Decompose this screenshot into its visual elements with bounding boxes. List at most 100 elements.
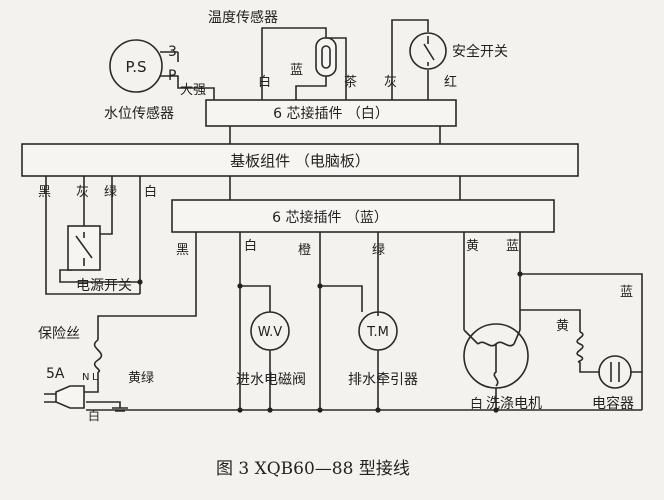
figure-caption: 图 3 XQB60—88 型接线 [216, 459, 410, 479]
right-label-blue: 蓝 [620, 285, 633, 300]
drain-motor: T.M 排水牵引器 [348, 311, 418, 388]
temp-sensor-body [315, 37, 337, 77]
wire-label-brown: 茶 [344, 74, 357, 90]
junction-dot [237, 283, 243, 289]
inlet-valve-label: 进水电磁阀 [236, 372, 306, 388]
wire-safety-gray [391, 19, 429, 100]
water-level-sensor-label: 水位传感器 [104, 105, 174, 122]
inlet-valve: W.V 进水电磁阀 [236, 311, 306, 388]
junction-dot [375, 407, 381, 413]
wire-temp-white [261, 27, 327, 100]
low-label-white: 白 [244, 238, 257, 254]
water-level-sensor: P.S 3 P 大强 水位传感器 [104, 39, 206, 122]
fuse-symbol [93, 339, 103, 373]
low-label-blue: 蓝 [506, 239, 519, 254]
wire-wv-top [240, 285, 271, 312]
wash-motor-circle [463, 323, 529, 389]
low-label-black: 黑 [176, 243, 189, 258]
ps-label: P.S [126, 58, 147, 76]
fuse-rating: 5A [46, 366, 65, 382]
low-label-orange: 橙 [298, 243, 311, 258]
wire-label-blue: 蓝 [290, 63, 303, 78]
wire-label-white: 白 [258, 74, 271, 90]
coil-symbol [576, 331, 584, 363]
board-label-green: 绿 [104, 185, 117, 200]
temp-sensor-core [321, 45, 331, 69]
temp-sensor-label: 温度传感器 [208, 9, 278, 26]
wash-motor-white-label: 白 [470, 396, 483, 412]
main-board: 基板组件 （电脑板） [21, 143, 579, 177]
connector-top-box [205, 99, 457, 127]
wires [45, 19, 643, 412]
safety-switch-contact [423, 36, 435, 66]
connector-bottom: 6 芯接插件 （蓝） [171, 199, 555, 233]
wire-switch-bottom [59, 269, 140, 283]
board-label-black: 黑 [38, 185, 51, 200]
junction-dot [493, 407, 499, 413]
inlet-valve-code: W.V [258, 325, 282, 340]
low-label-yellow: 黄 [466, 239, 479, 254]
fuse-label: 保险丝 [38, 326, 80, 342]
plug-body [55, 385, 85, 409]
ps-pin-3: 3 [168, 44, 177, 60]
junction-dot [267, 407, 273, 413]
drain-motor-circle [358, 311, 398, 351]
connector-bottom-label: 6 芯接插件 （蓝） [272, 209, 388, 226]
safety-switch-circle [409, 32, 447, 70]
wire-temp-blue [295, 76, 327, 100]
connector-bottom-box [171, 199, 555, 233]
capacitor: 电容器 [592, 355, 634, 412]
wire-label-gray: 灰 [384, 75, 397, 90]
wire-right-blue [520, 273, 643, 350]
board-label-white: 白 [144, 184, 157, 200]
fuse: 保险丝 5A [38, 326, 103, 382]
plug-n: N [82, 372, 89, 383]
wire-ps-p [160, 75, 215, 100]
capacitor-circle [598, 355, 632, 389]
power-plug: N L 黄绿 白 [44, 371, 154, 423]
junction-dot [517, 271, 523, 277]
right-label-yellow: 黄 [556, 319, 569, 334]
connector-top-label: 6 芯接插件 （白） [273, 105, 389, 122]
ground-label: 黄绿 [128, 371, 154, 386]
power-switch-label: 电源开关 [76, 278, 132, 294]
junctions [137, 271, 523, 413]
junction-dot [137, 279, 143, 285]
wire-low-black [97, 232, 197, 340]
wire-tm-top [320, 285, 363, 312]
drain-motor-label: 排水牵引器 [348, 372, 418, 388]
plug-l: L [92, 372, 98, 383]
capacitor-plates [610, 362, 620, 382]
junction-dot [317, 283, 323, 289]
capacitor-label: 电容器 [592, 395, 634, 412]
main-board-label: 基板组件 （电脑板） [230, 152, 370, 170]
wash-motor: 白 洗涤电机 [463, 323, 542, 412]
inlet-valve-circle [250, 311, 290, 351]
drain-motor-code: T.M [366, 325, 389, 340]
wire-right-yellow [520, 309, 581, 332]
safety-switch: 安全开关 [409, 32, 508, 70]
connector-top: 6 芯接插件 （白） [205, 99, 457, 127]
junction-dot [317, 407, 323, 413]
ps-lead-label: 大强 [180, 83, 206, 98]
wire-cap-right [630, 350, 643, 373]
main-board-box [21, 143, 579, 177]
wire-board-black [45, 176, 140, 295]
wash-motor-label: 洗涤电机 [486, 396, 542, 412]
board-label-gray: 灰 [76, 185, 89, 200]
wire-ground [86, 401, 121, 408]
power-switch-contact [75, 232, 93, 266]
wire-label-red: 红 [444, 74, 457, 90]
ground-symbol [112, 407, 128, 412]
plug-white-label: 白 [88, 408, 100, 423]
temperature-sensor: 温度传感器 [208, 9, 337, 77]
wire-temp-brown [326, 37, 347, 100]
wire-cap-left [579, 362, 600, 373]
wash-motor-leads [463, 329, 521, 345]
ps-circle [109, 39, 163, 93]
ps-pin-p: P [168, 68, 176, 84]
wash-motor-windings [477, 341, 515, 387]
power-switch: 电源开关 [67, 225, 132, 294]
